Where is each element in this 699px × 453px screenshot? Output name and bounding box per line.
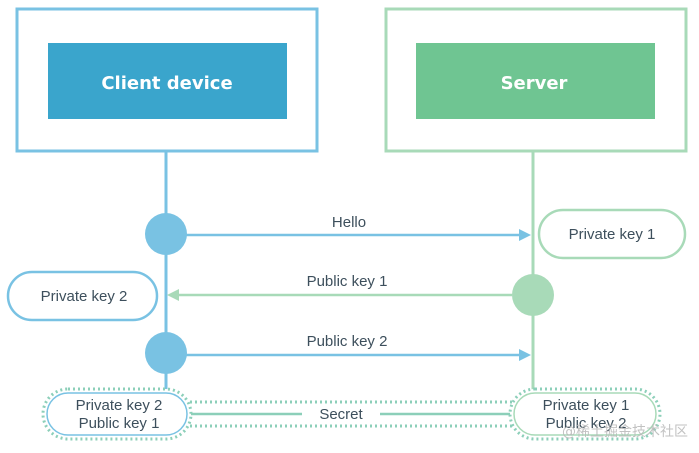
hello-label: Hello: [332, 214, 366, 231]
client-final-line2: Public key 1: [79, 415, 160, 432]
server-private-key-pill: [537, 208, 687, 260]
server-node-1: [512, 274, 554, 316]
public-key-2-label: Public key 2: [307, 333, 388, 350]
hello-arrowhead: [519, 229, 531, 241]
client-node-2: [145, 332, 187, 374]
public-key-2-arrowhead: [519, 349, 531, 361]
watermark: @稀土掘金技术社区: [562, 424, 688, 440]
client-final-line1: Private key 2: [76, 397, 163, 414]
client-device-header: [48, 43, 287, 119]
server-header: [416, 43, 655, 119]
client-node-1: [145, 213, 187, 255]
secret-label: Secret: [319, 406, 363, 423]
client-device-title: Client device: [101, 73, 232, 94]
client-final-pill-inner: [46, 392, 188, 436]
server-final-pill-inner: [513, 392, 657, 436]
client-private-key-label: Private key 2: [41, 288, 128, 305]
server-private-key-label: Private key 1: [569, 226, 656, 243]
public-key-1-arrowhead: [167, 289, 179, 301]
server-title: Server: [501, 73, 568, 94]
server-final-line2: Public key 2: [546, 415, 627, 432]
client-private-key-pill: [6, 270, 159, 322]
server-final-line1: Private key 1: [543, 397, 630, 414]
public-key-1-label: Public key 1: [307, 273, 388, 290]
